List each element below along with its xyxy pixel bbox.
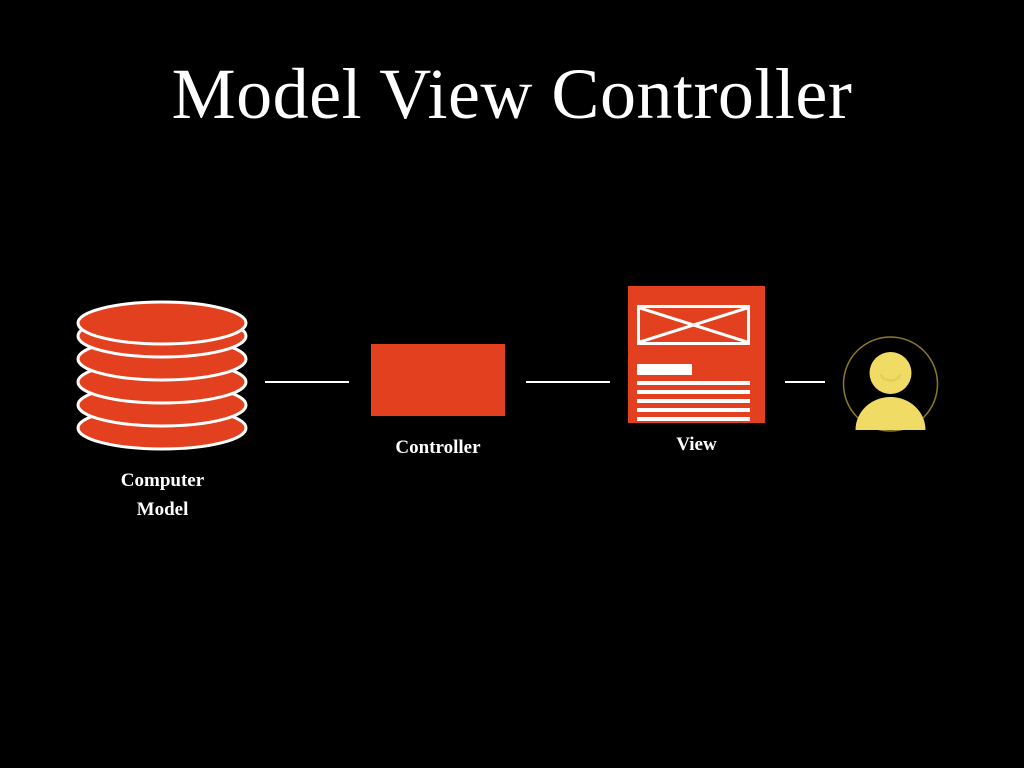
heading-bar xyxy=(637,364,692,375)
node-label-view: View xyxy=(676,434,717,455)
user-avatar-icon xyxy=(842,336,939,432)
database-stack-icon xyxy=(60,300,265,460)
text-line xyxy=(637,399,750,403)
node-controller[interactable] xyxy=(371,344,505,416)
text-line xyxy=(637,417,750,421)
text-line xyxy=(637,390,750,394)
connector-controller-to-view xyxy=(526,381,610,383)
node-view[interactable] xyxy=(628,286,765,423)
node-label-controller: Controller xyxy=(395,437,481,458)
connector-model-to-controller xyxy=(265,381,349,383)
page-title: Model View Controller xyxy=(171,54,853,134)
connector-view-to-user xyxy=(785,381,825,383)
node-model[interactable] xyxy=(60,300,265,460)
node-user[interactable] xyxy=(842,336,939,432)
text-line xyxy=(637,381,750,385)
text-line xyxy=(637,408,750,412)
node-label-model: Computer Model xyxy=(120,470,205,520)
text-lines xyxy=(637,381,750,426)
image-placeholder-icon xyxy=(637,305,750,345)
